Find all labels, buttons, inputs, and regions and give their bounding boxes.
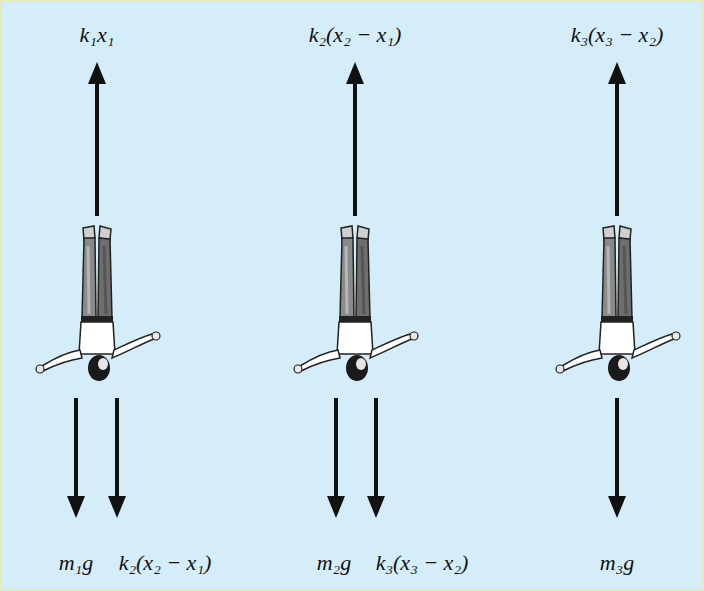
arrow-head xyxy=(88,62,106,84)
spring-force-arrow xyxy=(615,80,619,216)
force-label: m₁g xyxy=(59,550,94,576)
force-label: m₂g xyxy=(317,550,352,576)
arrow-head xyxy=(608,62,626,84)
weight-arrow xyxy=(74,398,78,500)
weight-arrow xyxy=(615,398,619,500)
arrow-head xyxy=(346,62,364,84)
arrow-head xyxy=(327,496,345,518)
spring-force-arrow xyxy=(115,398,119,500)
weight-arrow xyxy=(334,398,338,500)
spring-force-arrow xyxy=(95,80,99,216)
force-label: k₂(x₂ − x₁) xyxy=(309,22,402,48)
spring-force-arrow xyxy=(353,80,357,216)
force-label: k₃(x₃ − x₂) xyxy=(376,550,469,576)
arrow-head xyxy=(367,496,385,518)
jumper-figure xyxy=(36,226,160,381)
force-label: k₁x₁ xyxy=(80,22,115,48)
force-label: m₃g xyxy=(600,550,635,576)
force-label: k₂(x₂ − x₁) xyxy=(119,550,212,576)
arrow-head xyxy=(67,496,85,518)
arrow-head xyxy=(108,496,126,518)
spring-force-arrow xyxy=(374,398,378,500)
force-arrows xyxy=(67,62,626,518)
arrow-head xyxy=(608,496,626,518)
force-label: k₃(x₃ − x₂) xyxy=(571,22,664,48)
jumper-figure xyxy=(294,226,418,381)
jumper-figure xyxy=(556,226,680,381)
